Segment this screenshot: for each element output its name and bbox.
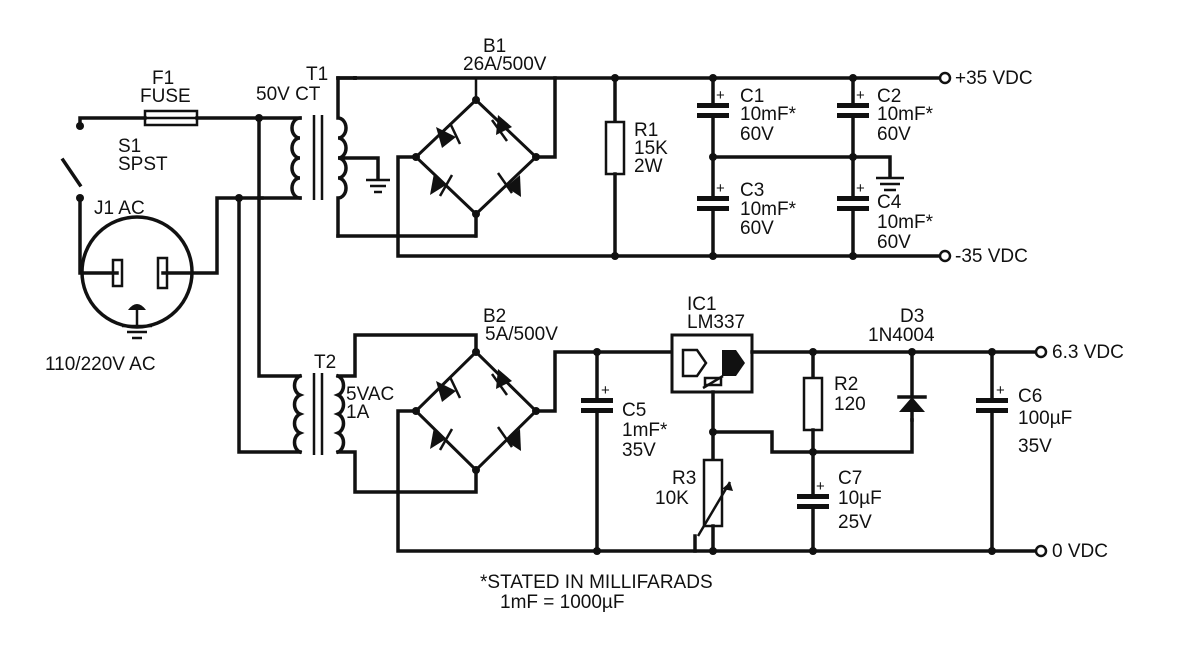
transformer-t1: T1 50V CT (256, 64, 557, 238)
label-r2: R2 (834, 374, 858, 395)
footnote: *STATED IN MILLIFARADS 1mF = 1000µF (480, 572, 713, 613)
bridge-rectifier-b1: B1 26A/500V (353, 36, 942, 258)
label-r3-val: 10K (655, 488, 689, 509)
capacitor-c6: + C6 100µF 35V (976, 348, 1072, 555)
label-j1: J1 AC (94, 198, 145, 219)
label-s1: S1 (118, 136, 141, 157)
label-mains: 110/220V AC (45, 354, 156, 375)
mains-input: F1 FUSE S1 SPST J1 AC 110/220V AC (45, 68, 302, 375)
label-d3-part: 1N4004 (868, 325, 935, 346)
svg-text:+: + (601, 382, 610, 399)
label-c4-v: 60V (877, 232, 911, 253)
label-c3: C3 (740, 180, 764, 201)
label-spst: SPST (118, 154, 168, 175)
label-b2-spec: 5A/500V (485, 324, 558, 345)
label-c5-v: 35V (622, 440, 656, 461)
outputs-35v: +35 VDC -35 VDC (938, 68, 1033, 267)
label-f1: F1 (152, 68, 174, 89)
label-c1-v: 60V (740, 124, 774, 145)
label-c1-val: 10mF* (740, 104, 797, 125)
potentiometer-r3: R3 10K (655, 428, 733, 555)
label-fuse: FUSE (140, 86, 191, 107)
label-r1: R1 (634, 120, 658, 141)
label-c2-v: 60V (877, 124, 911, 145)
label-c5-val: 1mF* (622, 420, 668, 441)
note-millifarads: *STATED IN MILLIFARADS (480, 572, 713, 593)
capacitor-c7: + C7 10µF 25V (797, 450, 882, 555)
label-out-pos35: +35 VDC (955, 68, 1033, 89)
terminal-pos35 (938, 71, 952, 85)
transformer-t2: T2 5VAC 1A (292, 333, 478, 494)
label-c6-val: 100µF (1018, 408, 1072, 429)
label-c1: C1 (740, 86, 764, 107)
note-conversion: 1mF = 1000µF (500, 592, 624, 613)
label-c2: C2 (877, 86, 901, 107)
bridge-rectifier-b2: B2 5A/500V (396, 306, 1037, 553)
label-c2-val: 10mF* (877, 104, 934, 125)
label-r1-val: 15K (634, 138, 668, 159)
svg-text:+: + (816, 478, 825, 495)
label-c3-v: 60V (740, 218, 774, 239)
svg-text:+: + (716, 180, 725, 197)
terminal-0v (1034, 544, 1048, 558)
label-c7: C7 (838, 468, 862, 489)
svg-text:+: + (856, 87, 865, 104)
primary-wiring (235, 114, 302, 454)
label-ic1-part: LM337 (687, 312, 745, 333)
label-d3: D3 (900, 306, 924, 327)
label-b1-spec: 26A/500V (463, 54, 547, 75)
label-t2-spec1: 5VAC (346, 384, 394, 405)
label-t2: T2 (314, 352, 336, 373)
outputs-low: 6.3 VDC 0 VDC (1034, 342, 1124, 562)
filter-capacitors-35v: + + + + C1 10mF* 60V C2 10mF* 60V C3 10m… (697, 74, 934, 260)
capacitor-c5: + C5 1mF* 35V (581, 348, 668, 555)
label-c4-val: 10mF* (877, 212, 934, 233)
label-c6-v: 35V (1018, 436, 1052, 457)
diode-d3: D3 1N4004 (868, 306, 935, 422)
label-c6: C6 (1018, 386, 1042, 407)
terminal-6v3 (1034, 345, 1048, 359)
terminal-neg35 (938, 249, 952, 263)
label-c5: C5 (622, 400, 646, 421)
label-b1: B1 (483, 36, 506, 57)
svg-text:+: + (856, 180, 865, 197)
label-t2-spec2: 1A (346, 402, 370, 423)
label-out-neg35: -35 VDC (955, 246, 1028, 267)
resistor-r2: R2 120 (802, 348, 866, 456)
label-c7-v: 25V (838, 512, 872, 533)
label-b2: B2 (483, 306, 506, 327)
label-t1-spec: 50V CT (256, 84, 321, 105)
label-r3: R3 (672, 468, 696, 489)
label-out-63: 6.3 VDC (1052, 342, 1124, 363)
label-r1-pow: 2W (634, 156, 663, 177)
label-ic1: IC1 (687, 294, 717, 315)
label-c4: C4 (877, 192, 902, 213)
svg-text:+: + (716, 87, 725, 104)
label-t1: T1 (306, 64, 328, 85)
label-c7-val: 10µF (838, 488, 882, 509)
resistor-r1: R1 15K 2W (604, 74, 668, 260)
label-r2-val: 120 (834, 394, 866, 415)
label-c3-val: 10mF* (740, 199, 797, 220)
svg-text:+: + (996, 382, 1005, 399)
label-out-0: 0 VDC (1052, 541, 1108, 562)
regulator-ic1: IC1 LM337 (670, 294, 1037, 454)
